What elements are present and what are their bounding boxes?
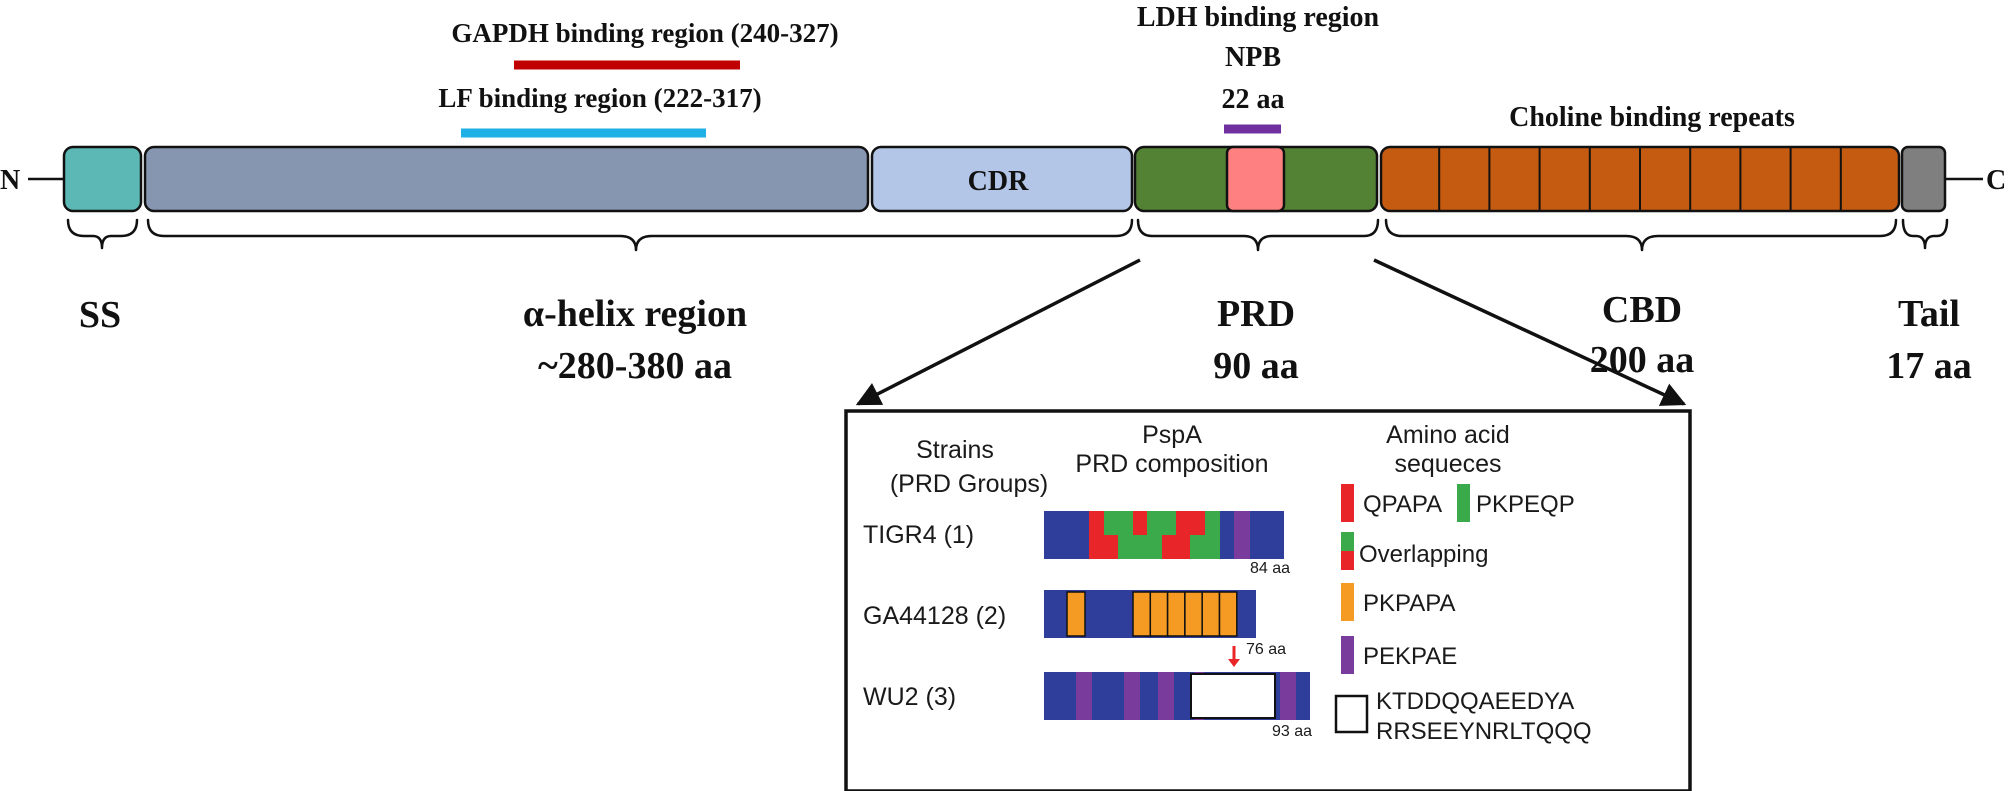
tail-brace	[1901, 218, 1949, 250]
c-terminus-label: C	[1986, 165, 2006, 196]
cbd-brace	[1384, 218, 1898, 252]
legend-pkpapa-label: PKPAPA	[1363, 590, 1455, 617]
tigr4-pkpeqp-segment	[1118, 511, 1133, 559]
ga44128-pkpapa-segment	[1201, 591, 1221, 637]
strain-name-wu2: WU2 (3)	[863, 683, 956, 711]
legend-insert-line1: KTDDQQAEEDYA	[1376, 688, 1574, 715]
tigr4-overlap-segment	[1190, 535, 1205, 559]
sequence-legend: QPAPA PKPEQP Overlapping PKPAPA PEKPAE K…	[1334, 484, 1592, 745]
tigr4-overlap-segment	[1162, 511, 1176, 535]
gapdh-binding-label: GAPDH binding region (240-327)	[451, 18, 838, 48]
region-braces	[66, 218, 1949, 252]
sequences-header-line2: sequeces	[1394, 450, 1501, 478]
tigr4-prd-bar	[1044, 511, 1284, 559]
strain-name-ga44128: GA44128 (2)	[863, 602, 1006, 630]
prd-region-size: 90 aa	[1213, 345, 1299, 387]
legend-pkpeqp-swatch	[1457, 484, 1470, 522]
legend-pekpae-label: PEKPAE	[1363, 643, 1457, 670]
wu2-prd-bar	[1044, 672, 1310, 720]
ga44128-pkpapa-segment	[1132, 591, 1152, 637]
lf-binding-label: LF binding region (222-317)	[438, 83, 761, 113]
tigr4-overlap-segment	[1104, 511, 1118, 535]
legend-pekpae-swatch	[1341, 636, 1354, 674]
legend-insert-swatch	[1334, 694, 1369, 734]
legend-overlap-swatch-bottom	[1341, 551, 1354, 570]
ga44128-pkpapa-block	[1132, 591, 1238, 637]
prd-region-name: PRD	[1217, 293, 1295, 335]
tigr4-overlap-segment	[1162, 535, 1176, 559]
legend-qpapa-swatch	[1341, 484, 1354, 522]
tigr4-pkpeqp-segment	[1147, 511, 1162, 559]
helix-brace	[146, 218, 1134, 252]
npb-label: NPB	[1225, 42, 1281, 73]
tigr4-length: 84 aa	[1250, 560, 1290, 577]
ss-region-name: SS	[79, 294, 121, 336]
cdr-label: CDR	[968, 166, 1029, 197]
cbd-region-size: 200 aa	[1590, 339, 1695, 381]
ga44128-pkpapa-segment	[1066, 591, 1086, 637]
composition-header-line1: PspA	[1142, 421, 1202, 449]
npb-segment	[1225, 145, 1286, 213]
cbd-region-name: CBD	[1602, 289, 1682, 331]
tigr4-pkpeqp-segment	[1205, 511, 1220, 559]
wu2-insert-segment	[1190, 673, 1276, 719]
ss-brace	[66, 218, 139, 250]
helix-domain	[143, 145, 870, 213]
prd-composition-inset	[844, 409, 1692, 791]
legend-overlapping-label: Overlapping	[1359, 541, 1488, 568]
wu2-pekpae-segment	[1076, 672, 1092, 720]
tigr4-overlap-segment	[1133, 535, 1147, 559]
ga44128-length: 76 aa	[1246, 641, 1286, 658]
tail-region-size: 17 aa	[1886, 345, 1972, 387]
legend-insert-line2: RRSEEYNRLTQQQ	[1376, 718, 1592, 745]
n-terminus-label: N	[0, 165, 20, 196]
wu2-pekpae-segment	[1280, 672, 1296, 720]
ldh-binding-label: LDH binding region	[1137, 2, 1380, 33]
tigr4-overlap-segment	[1190, 511, 1205, 535]
legend-pkpeqp-label: PKPEQP	[1476, 491, 1575, 518]
helix-region-name: α-helix region	[523, 293, 747, 335]
helix-region-size: ~280-380 aa	[538, 345, 732, 387]
prd-brace	[1136, 218, 1380, 252]
wu2-insertion-arrowhead	[1228, 659, 1240, 667]
npb-size-label: 22 aa	[1222, 84, 1285, 115]
ss-domain	[62, 145, 143, 213]
tail-domain	[1900, 145, 1947, 213]
legend-qpapa-label: QPAPA	[1363, 491, 1442, 518]
composition-header-line2: PRD composition	[1075, 450, 1268, 478]
zoom-arrow-left	[855, 258, 1141, 406]
ga44128-pkpapa-segment	[1184, 591, 1203, 637]
tigr4-overlap-segment	[1133, 511, 1147, 535]
cdr-domain	[870, 145, 1134, 213]
sequences-header-line1: Amino acid	[1386, 421, 1510, 449]
tigr4-qpapa-segment	[1089, 511, 1104, 559]
tigr4-qpapa-segment	[1176, 511, 1190, 559]
legend-pkpapa-swatch	[1341, 583, 1354, 621]
choline-repeat-dividers	[1438, 147, 1842, 211]
ga44128-prd-bar	[1044, 590, 1256, 638]
strains-header-line2: (PRD Groups)	[890, 470, 1048, 498]
legend-overlap-swatch-top	[1341, 532, 1354, 551]
ga44128-pkpapa-segment	[1166, 591, 1186, 637]
strains-header-line1: Strains	[916, 436, 994, 464]
wu2-pekpae-segment	[1158, 672, 1174, 720]
zoom-arrow-right	[1373, 258, 1687, 406]
choline-repeats-label: Choline binding repeats	[1509, 102, 1795, 133]
wu2-length: 93 aa	[1272, 723, 1312, 740]
ga44128-pkpapa-segment	[1149, 591, 1169, 637]
tigr4-overlap-segment	[1104, 535, 1118, 559]
ga44128-pkpapa-segment	[1218, 591, 1238, 637]
strain-name-tigr4: TIGR4 (1)	[863, 521, 974, 549]
wu2-pekpae-segment	[1124, 672, 1140, 720]
tigr4-pekpae-segment	[1234, 511, 1250, 559]
tail-region-name: Tail	[1898, 293, 1960, 335]
